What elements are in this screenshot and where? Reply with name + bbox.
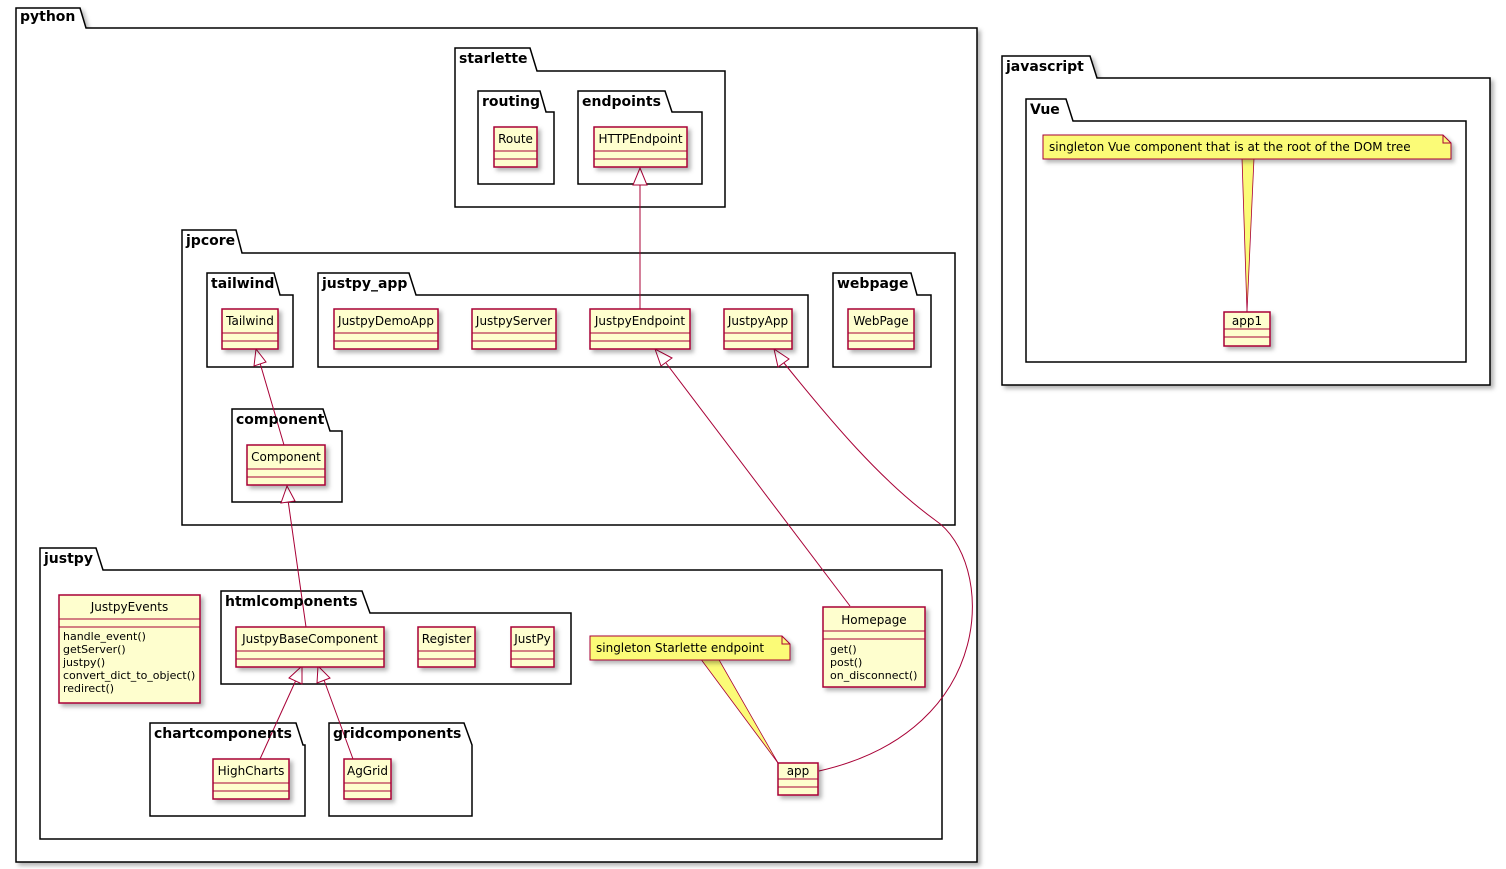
class-httpendpoint <box>593 126 688 168</box>
package-title-justpy_app: justpy_app <box>322 276 408 292</box>
method-redirect: redirect() <box>63 682 115 695</box>
edge-component-tailwind <box>259 362 285 446</box>
note-vue-root <box>1042 134 1452 160</box>
class-justpyevents <box>58 594 201 704</box>
method-on-disconnect: on_disconnect() <box>830 669 918 682</box>
class-highcharts <box>212 758 290 800</box>
package-title-chartcomponents: chartcomponents <box>154 726 292 742</box>
package-title-jpcore: jpcore <box>186 233 236 249</box>
class-name-highcharts: HighCharts <box>217 764 285 778</box>
class-name-justpyendpoint: JustpyEndpoint <box>594 314 686 328</box>
edge-homepage-justpyendpoint <box>665 362 851 607</box>
edge-app-justpyapp <box>783 362 973 772</box>
class-name-justpyserver: JustpyServer <box>475 314 553 328</box>
class-webpage <box>847 308 915 350</box>
edge-justpybasecomponent-component <box>287 499 307 628</box>
inherit-arrow-justpybasecomponent-right <box>316 664 331 684</box>
inherit-arrow-tailwind <box>253 347 267 367</box>
edge-aggrid-justpybasecomponent <box>323 679 354 760</box>
method-justpy: justpy() <box>63 656 106 669</box>
class-name-homepage: Homepage <box>841 613 907 627</box>
class-name-justpyapp: JustpyApp <box>727 314 789 328</box>
class-route <box>493 126 538 168</box>
class-name-justpydemoapp: JustpyDemoApp <box>338 314 434 328</box>
package-title-webpage: webpage <box>837 276 909 292</box>
inherit-arrow-justpyapp <box>773 347 790 368</box>
package-title-python: python <box>20 9 76 25</box>
class-name-justpyevents: JustpyEvents <box>90 600 169 614</box>
class-component <box>246 444 326 486</box>
class-name-component: Component <box>251 450 321 464</box>
class-name-app1: app1 <box>1231 314 1263 328</box>
method-convert-dict-to-object: convert_dict_to_object() <box>63 669 196 682</box>
note-text-starlette-endpoint: singleton Starlette endpoint <box>596 641 765 655</box>
inherit-arrow-justpyendpoint <box>654 347 673 367</box>
note-starlette-endpoint <box>589 635 791 661</box>
package-title-vue: Vue <box>1030 102 1060 118</box>
method-post: post() <box>830 656 863 669</box>
class-name-aggrid: AgGrid <box>346 764 388 778</box>
note-text-vue-root: singleton Vue component that is at the r… <box>1049 140 1411 154</box>
class-name-app: app <box>786 764 810 778</box>
class-justpyserver <box>471 308 557 350</box>
class-name-justpybasecomponent: JustpyBaseComponent <box>242 632 378 646</box>
method-handle-event: handle_event() <box>63 630 146 643</box>
class-justpyendpoint <box>589 308 691 350</box>
class-name-webpage: WebPage <box>853 314 909 328</box>
package-title-routing: routing <box>482 94 540 110</box>
class-name-justpy: JustPy <box>514 632 551 646</box>
class-justpybasecomponent <box>235 626 385 668</box>
class-aggrid <box>343 758 392 800</box>
class-name-tailwind: Tailwind <box>226 314 274 328</box>
class-justpy <box>510 626 555 668</box>
package-title-gridcomponents: gridcomponents <box>333 726 462 742</box>
package-title-endpoints: endpoints <box>582 94 661 110</box>
package-title-justpy: justpy <box>44 551 93 567</box>
class-name-route: Route <box>498 132 533 146</box>
class-justpydemoapp <box>333 308 439 350</box>
method-getserver: getServer() <box>63 643 126 656</box>
package-title-htmlcomponents: htmlcomponents <box>225 594 358 610</box>
class-name-httpendpoint: HTTPEndpoint <box>598 132 683 146</box>
class-tailwind <box>221 308 279 350</box>
package-title-tailwind: tailwind <box>211 276 275 292</box>
edge-highcharts-justpybasecomponent <box>259 679 297 760</box>
inherit-arrow-component <box>280 484 296 504</box>
package-title-starlette: starlette <box>459 51 528 67</box>
inherit-arrow-httpendpoint <box>632 166 648 186</box>
class-homepage <box>822 606 926 688</box>
inherit-arrow-justpybasecomponent-left <box>288 664 303 685</box>
class-register <box>417 626 476 668</box>
class-justpyapp <box>723 308 793 350</box>
method-get: get() <box>830 643 857 656</box>
class-name-register: Register <box>421 632 472 646</box>
package-title-component: component <box>236 412 325 428</box>
package-title-javascript: javascript <box>1006 59 1084 75</box>
